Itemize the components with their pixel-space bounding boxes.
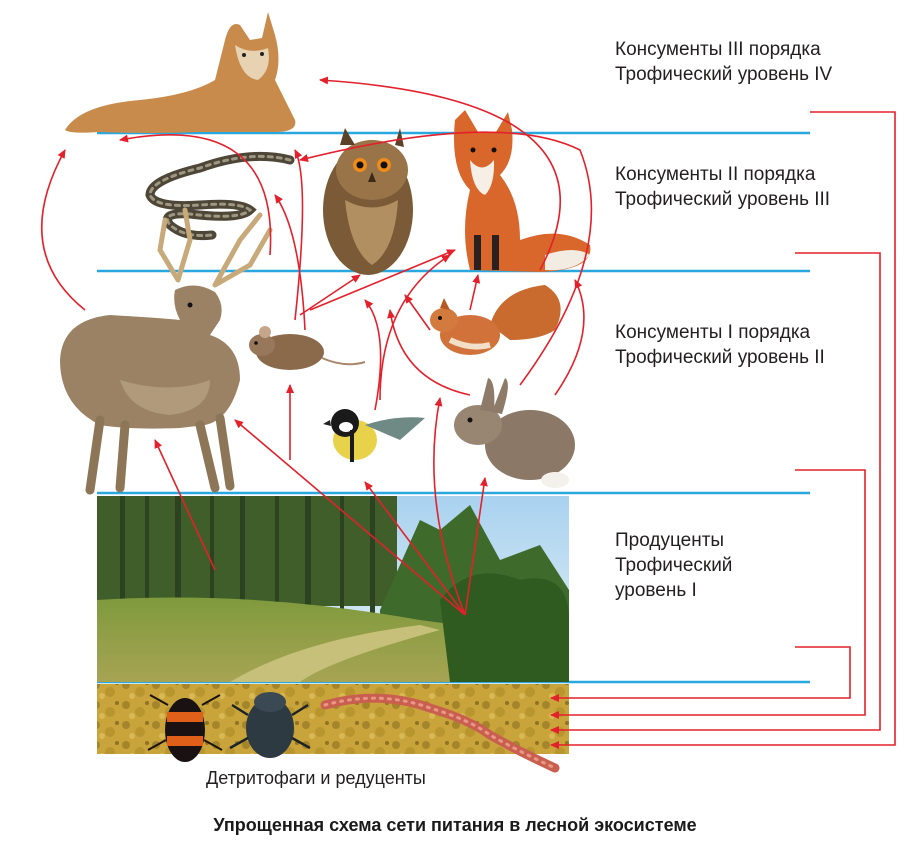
arrow-squirrel-to-fox xyxy=(469,274,481,311)
level-3-name: Консументы II порядка xyxy=(615,164,816,185)
arrow-mouse-to-snake xyxy=(274,194,306,331)
burying-beetle xyxy=(147,694,223,762)
squirrel xyxy=(430,285,561,355)
arrow-hare-to-fox xyxy=(554,279,585,396)
arrow-squirrel-to-owl xyxy=(404,294,431,331)
lynx xyxy=(65,12,296,133)
diagram-caption: Упрощенная схема сети питания в лесной э… xyxy=(213,815,697,835)
earthworm xyxy=(320,693,560,773)
level-label-2: Консументы I порядка Трофический уровень… xyxy=(615,320,825,370)
arrow-level4-to-detritus xyxy=(550,111,896,749)
snake xyxy=(145,151,295,240)
dung-beetle xyxy=(229,692,311,758)
level-2-trophic: Трофический уровень II xyxy=(615,347,825,368)
arrow-forest-to-tit xyxy=(364,481,466,616)
level-4-trophic: Трофический уровень IV xyxy=(615,64,833,85)
owl xyxy=(323,128,413,275)
arrow-fox-to-lynx xyxy=(319,76,561,271)
arrow-level1-to-detritus xyxy=(550,646,851,702)
food-web-arrows xyxy=(40,76,896,749)
forest-image xyxy=(97,496,569,682)
level-1-number: уровень I xyxy=(615,580,697,601)
arrow-forest-to-hare xyxy=(433,397,466,616)
fox xyxy=(454,110,591,272)
detritivores-label: Детритофаги и редуценты xyxy=(206,768,426,788)
arrow-forest-to-deer2 xyxy=(234,419,466,616)
arrow-level3-to-detritus xyxy=(550,252,881,734)
arrow-tit-to-fox xyxy=(379,254,451,401)
arrow-hare-to-owl xyxy=(387,309,471,396)
arrow-tit-to-owl xyxy=(364,299,382,411)
arrow-forest-to-hare2 xyxy=(464,477,488,616)
arrow-mouse-to-owl xyxy=(299,274,361,316)
hare xyxy=(454,378,575,488)
level-label-1: Продуценты Трофический уровень I xyxy=(615,528,732,603)
arrow-mouse-to-fox xyxy=(309,249,456,311)
level-4-name: Консументы III порядка xyxy=(615,39,821,60)
arrow-deer-to-lynx xyxy=(40,149,86,311)
level-label-3: Консументы II порядка Трофический уровен… xyxy=(615,162,830,212)
level-1-trophic: Трофический xyxy=(615,555,733,576)
level-3-trophic: Трофический уровень III xyxy=(615,189,831,210)
level-label-4: Консументы III порядка Трофический урове… xyxy=(615,37,832,87)
level-2-name: Консументы I порядка xyxy=(615,322,811,343)
deer xyxy=(60,207,273,495)
arrow-forest-to-deer xyxy=(154,439,216,571)
arrow-hare-to-snake xyxy=(299,131,593,386)
arrow-snake-to-lynx xyxy=(119,134,272,256)
arrow-owl-from-mouse xyxy=(294,149,304,321)
arrow-level2-to-detritus xyxy=(550,469,866,719)
level-1-name: Продуценты xyxy=(615,530,725,551)
mouse xyxy=(249,326,366,370)
tit xyxy=(323,409,425,462)
